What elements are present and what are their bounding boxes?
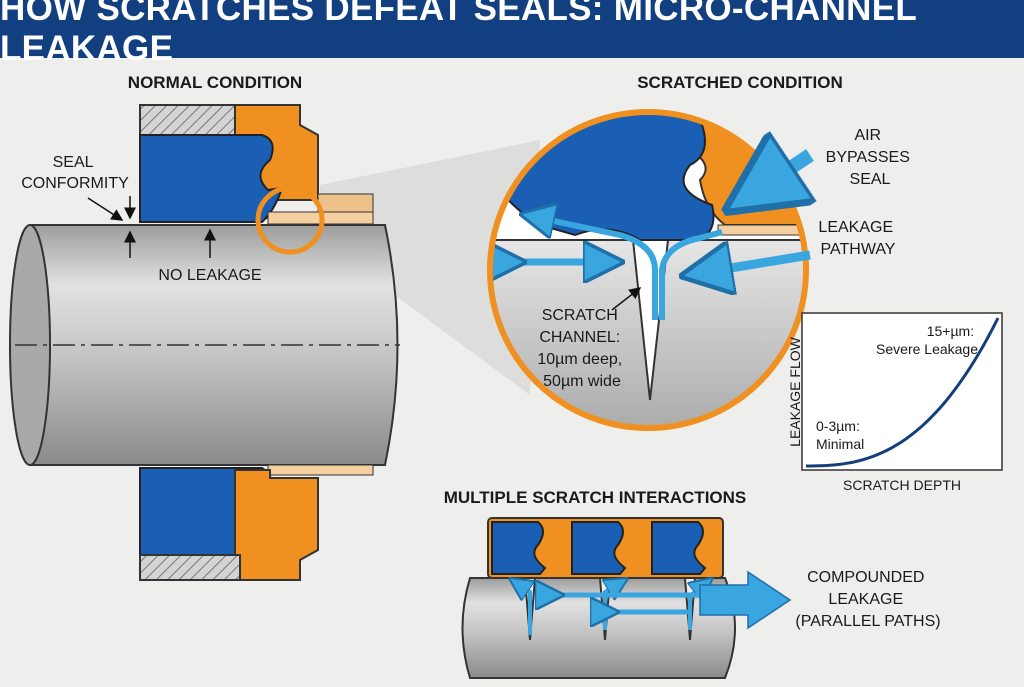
- chart-annotation-minimal: 0-3µm: Minimal: [816, 418, 864, 452]
- arrow-scratch: [611, 287, 642, 311]
- arrow-leakage-pathway: [688, 255, 811, 275]
- title-banner: HOW SCRATCHES DEFEAT SEALS: MICRO-CHANNE…: [0, 0, 1024, 68]
- heading-normal: NORMAL CONDITION: [128, 73, 302, 92]
- label-compounded: COMPOUNDED LEAKAGE (PARALLEL PATHS): [795, 569, 940, 630]
- chart-xlabel: SCRATCH DEPTH: [843, 477, 961, 493]
- shaft: [9, 224, 400, 466]
- label-air-bypasses: AIR BYPASSES SEAL: [826, 127, 915, 188]
- heading-multiple: MULTIPLE SCRATCH INTERACTIONS: [444, 488, 747, 507]
- diagram: NORMAL CONDITION SEAL CONFORMITY NO LEAK…: [9, 73, 1003, 679]
- heading-scratched: SCRATCHED CONDITION: [637, 73, 843, 92]
- zoom-cone: [320, 140, 540, 395]
- top-seal-assembly: [139, 104, 374, 225]
- page-title: HOW SCRATCHES DEFEAT SEALS: MICRO-CHANNE…: [0, 0, 917, 68]
- arrow-air-bypass: [735, 155, 810, 205]
- zoom-circle-small: [255, 185, 325, 255]
- leakage-chart: LEAKAGE FLOW SCRATCH DEPTH 0-3µm: Minima…: [787, 312, 1003, 493]
- chart-annotation-severe: 15+µm: Severe Leakage: [876, 323, 978, 357]
- multi-scratch-assembly: [461, 517, 792, 679]
- label-no-leakage: NO LEAKAGE: [158, 267, 261, 284]
- chart-ylabel: LEAKAGE FLOW: [787, 336, 803, 446]
- label-scratch-channel: SCRATCH CHANNEL: 10µm deep, 50µm wide: [537, 307, 626, 390]
- bottom-seal-assembly: [139, 464, 374, 581]
- arrow-conformity: [87, 197, 124, 221]
- label-leakage-pathway: LEAKAGE PATHWAY: [818, 219, 897, 258]
- label-seal-conformity: SEAL CONFORMITY: [21, 154, 129, 192]
- leakage-curve: [806, 317, 1000, 468]
